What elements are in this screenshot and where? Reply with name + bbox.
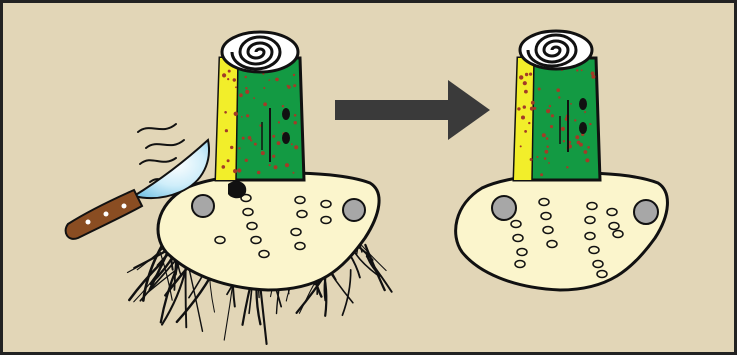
spot: [634, 200, 658, 224]
spot: [492, 196, 516, 220]
stem-before: [216, 32, 304, 180]
dirt: [228, 181, 246, 198]
stem-after: [514, 31, 600, 180]
spot: [343, 199, 365, 221]
spot: [192, 195, 214, 217]
